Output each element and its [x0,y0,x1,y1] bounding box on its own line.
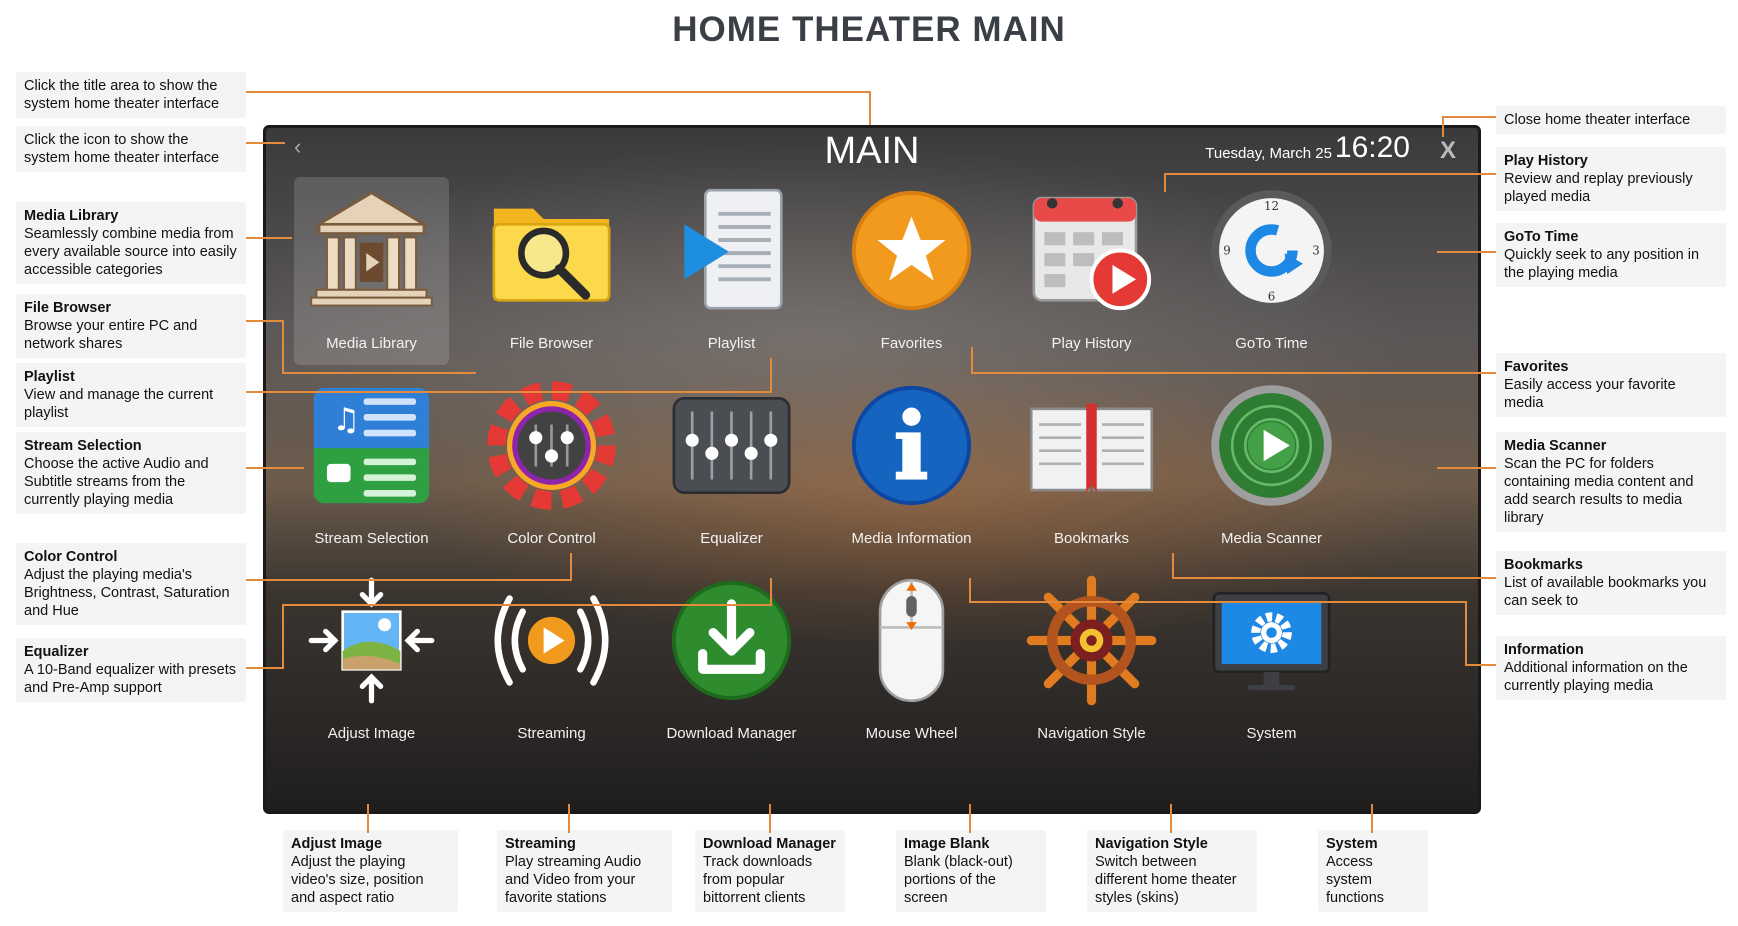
clock-number-6: 6 [1268,289,1276,303]
tile-bookmarks[interactable]: Bookmarks [1014,372,1169,560]
clock-number-12: 12 [1264,199,1279,213]
tile-playlist[interactable]: Playlist [654,177,809,365]
tile-label: System [1246,725,1297,742]
top-bar: ‹ MAIN Tuesday, March 25 16:20 X [266,128,1478,173]
tile-media-library[interactable]: Media Library [294,177,449,365]
tile-play-history[interactable]: Play History [1014,177,1169,365]
media-information-icon [851,385,972,506]
note-title-area: Click the title area to show the system … [16,72,246,118]
bookmarks-icon [1029,403,1154,493]
tile-label: Stream Selection [314,530,429,547]
system-icon [1212,592,1331,691]
adjust-image-icon [308,577,435,704]
tile-adjust-image[interactable]: Adjust Image [294,567,449,755]
page-title: HOME THEATER MAIN [672,10,1066,49]
tile-label: Media Library [326,335,417,352]
tile-file-browser[interactable]: File Browser [474,177,629,365]
file-browser-icon [492,208,611,302]
tile-stream-selection[interactable]: ♫ Stream Selection [294,372,449,560]
playlist-icon [684,188,783,310]
tile-streaming[interactable]: Streaming [474,567,629,755]
home-theater-panel: ‹ MAIN Tuesday, March 25 16:20 X Media L… [263,125,1481,814]
clock-number-9: 9 [1223,243,1231,257]
tile-label: Navigation Style [1037,725,1146,742]
mouse-wheel-icon [878,578,945,703]
color-control-icon [487,381,616,510]
tile-goto-time[interactable]: 12 3 6 9 GoTo Time [1194,177,1349,365]
tile-label: Equalizer [700,530,763,547]
main-title[interactable]: MAIN [824,130,920,172]
tile-label: Download Manager [666,725,797,742]
tile-favorites[interactable]: Favorites [834,177,989,365]
goto-time-icon: 12 3 6 9 [1211,190,1332,311]
tile-mouse-wheel[interactable]: Mouse Wheel [834,567,989,755]
tile-label: Mouse Wheel [865,725,958,742]
tile-color-control[interactable]: Color Control [474,372,629,560]
back-icon[interactable]: ‹ [294,134,302,159]
svg-text:♫: ♫ [332,402,360,438]
clock-display: 16:20 [1334,131,1410,164]
tile-label: Favorites [880,335,943,352]
navigation-style-icon [1026,575,1157,706]
tile-system[interactable]: System [1194,567,1349,755]
tile-media-information[interactable]: Media Information [834,372,989,560]
download-manager-icon [671,580,792,701]
play-history-icon [1032,196,1152,311]
stream-selection-icon: ♫ [313,387,430,504]
tile-label: Play History [1051,335,1132,352]
tile-navigation-style[interactable]: Navigation Style [1014,567,1169,755]
tile-label: Media Information [851,530,972,547]
tile-label: Streaming [517,725,586,742]
note-icon-area: Click the icon to show the system home t… [16,126,246,172]
media-scanner-icon [1211,385,1332,506]
streaming-icon [494,595,609,686]
tile-equalizer[interactable]: Equalizer [654,372,809,560]
close-icon[interactable]: X [1439,137,1456,164]
tile-download-manager[interactable]: Download Manager [654,567,809,755]
media-library-icon [310,191,433,307]
tile-label: File Browser [509,335,594,352]
equalizer-icon [672,397,791,494]
date-display: Tuesday, March 25 [1205,145,1332,162]
note-close: Close home theater interface [1496,106,1726,134]
tile-label: GoTo Time [1235,335,1308,352]
favorites-icon [851,190,972,311]
tile-label: Bookmarks [1053,530,1130,547]
tile-label: Media Scanner [1221,530,1322,547]
clock-number-3: 3 [1312,243,1320,257]
tile-label: Playlist [707,335,756,352]
tile-label: Color Control [507,530,596,547]
tile-label: Adjust Image [327,725,416,742]
tile-media-scanner[interactable]: Media Scanner [1194,372,1349,560]
